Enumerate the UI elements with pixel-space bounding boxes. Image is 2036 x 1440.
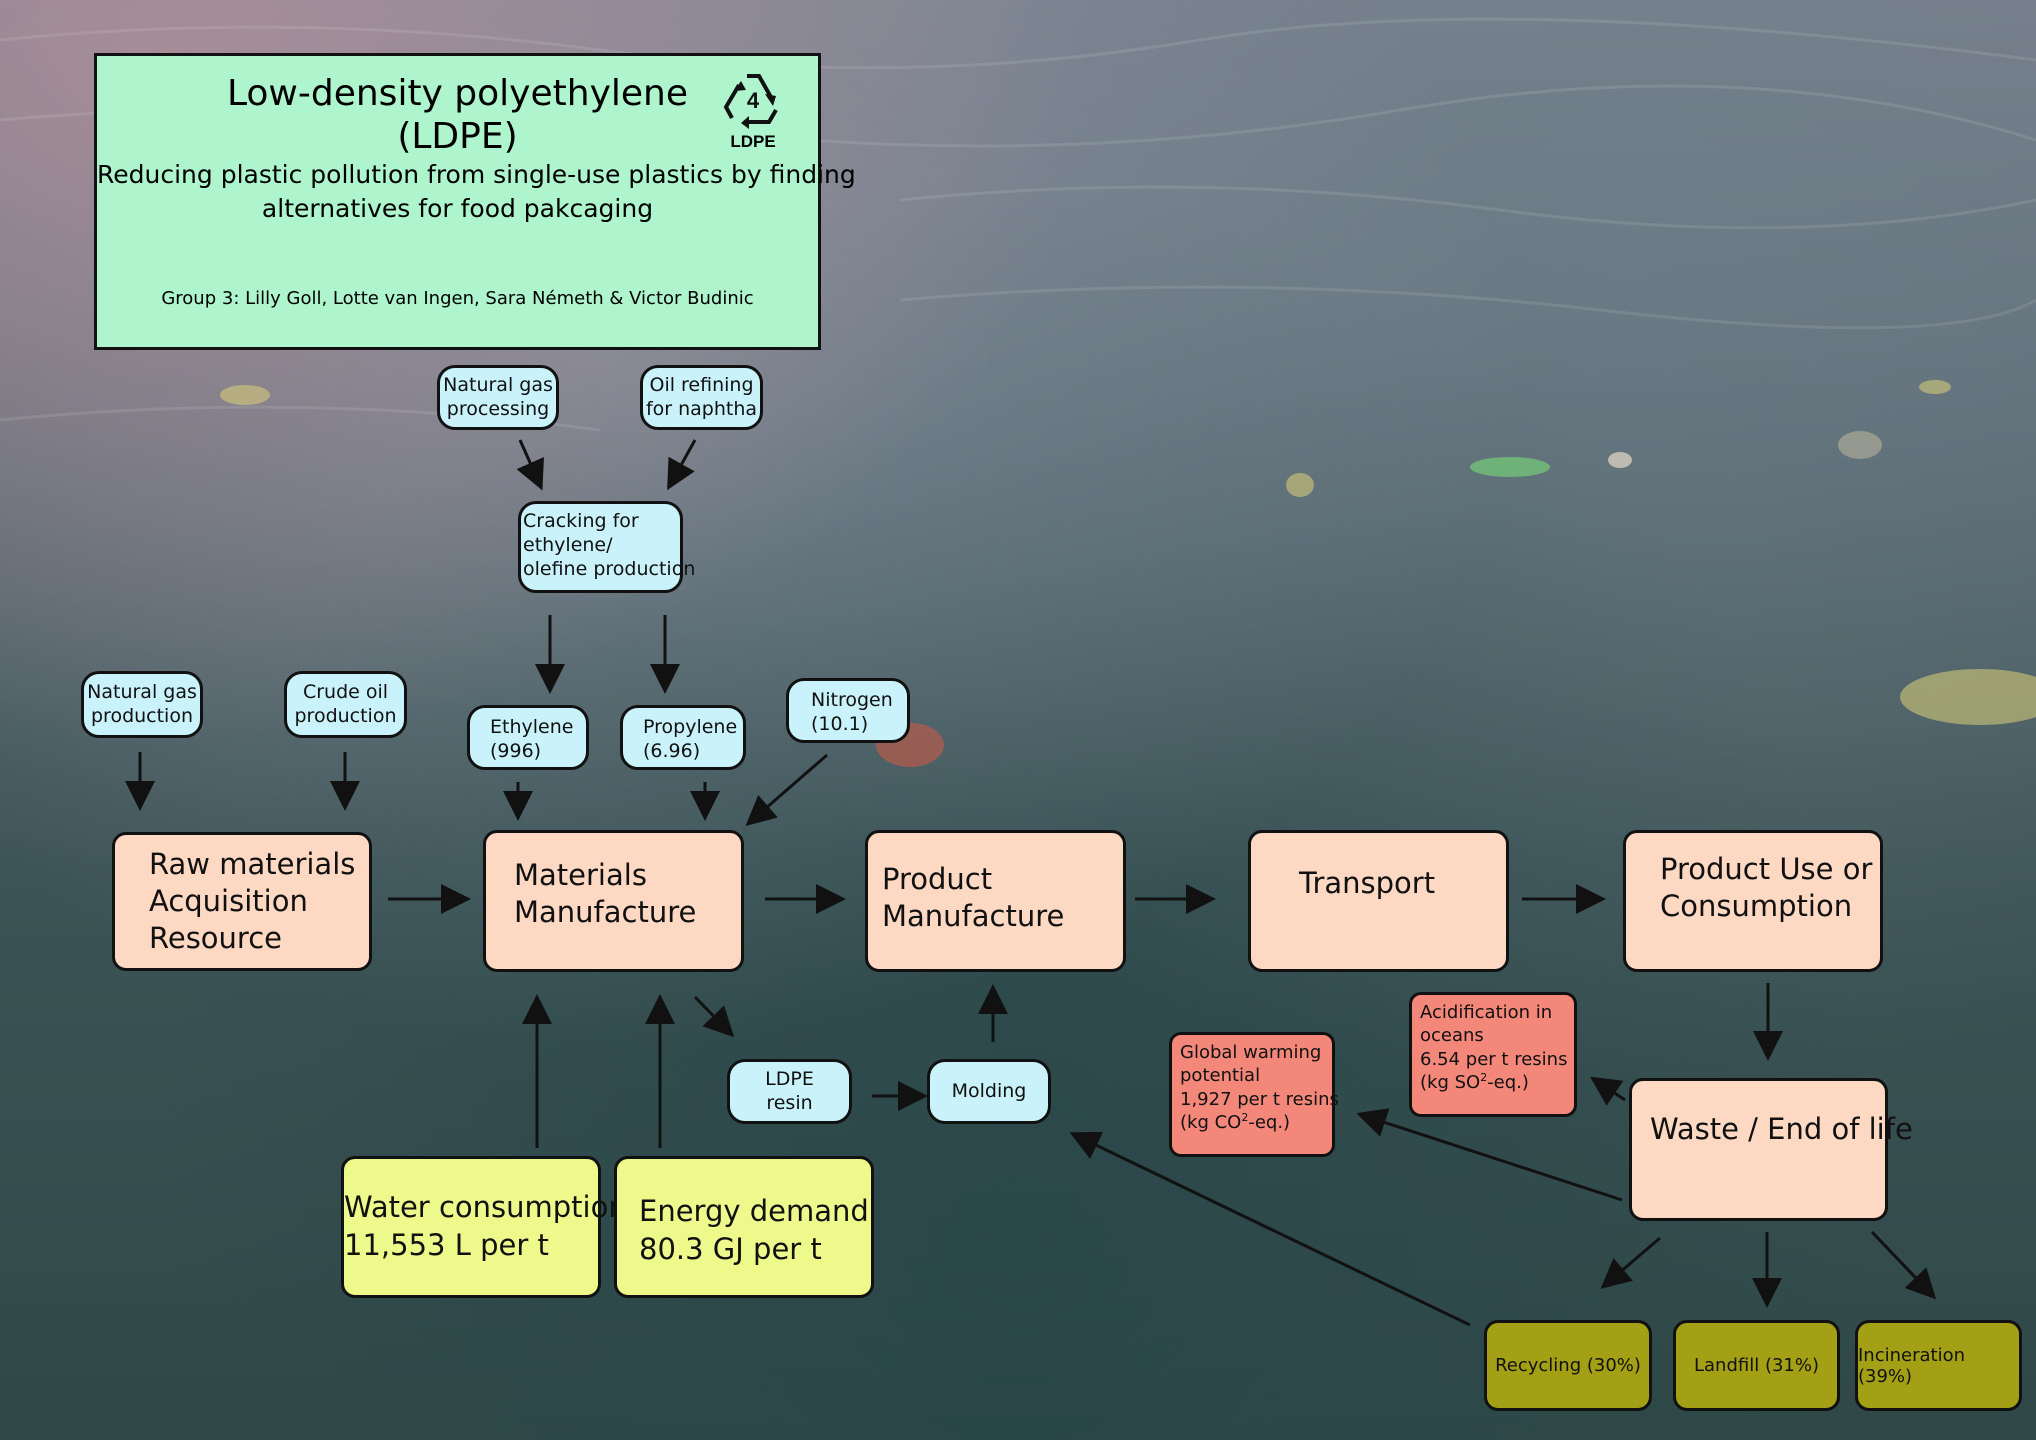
materials-manufacture-line-1: Materials — [514, 858, 647, 892]
raw-materials-stage: Raw materials Acquisition Resource — [112, 832, 372, 971]
materials-manufacture-stage: Materials Manufacture — [483, 830, 744, 972]
arrow-waste-to-acidification — [1590, 1076, 1626, 1106]
title-line-2: (LDPE) — [397, 116, 518, 158]
recycling-label: Recycling (30%) — [1495, 1355, 1641, 1376]
recycling-symbol: 4 LDPE — [720, 66, 786, 156]
product-use-line-2: Consumption — [1660, 889, 1853, 924]
ldpe-resin-label: LDPE resin — [765, 1067, 814, 1114]
natural-gas-production-line-2: production — [90, 704, 194, 727]
water-consumption-box: Water consumption 11,553 L per t — [341, 1156, 627, 1298]
global-warming-unit: (kg CO2-eq.) — [1180, 1111, 1291, 1134]
incineration-box: Incineration (39%) — [1855, 1320, 2022, 1411]
transport-label: Transport — [1299, 866, 1436, 900]
energy-label: Energy demand — [639, 1194, 869, 1228]
raw-materials-line-3: Resource — [149, 921, 282, 956]
arrow-waste-to-recycling — [1600, 1236, 1661, 1289]
molding-label: Molding — [951, 1079, 1027, 1102]
nitrogen-label: Nitrogen — [811, 689, 893, 711]
waste-label: Waste / End of life — [1650, 1112, 1913, 1146]
arrow-waste-to-incineration — [1870, 1230, 1937, 1300]
energy-value: 80.3 GJ per t — [639, 1231, 822, 1266]
waste-end-of-life-stage: Waste / End of life — [1629, 1078, 1913, 1221]
ethylene-value: (996) — [490, 739, 542, 762]
arrow-recycling-to-molding — [1069, 1131, 1471, 1327]
global-warming-line-2: potential — [1180, 1065, 1261, 1087]
arrow-nitrogen-to-materials — [745, 753, 828, 826]
resin-code-label: LDPE — [730, 132, 776, 151]
acidification-box: Acidification in oceans 6.54 per t resin… — [1409, 992, 1577, 1117]
oil-refining-line-1: Oil refining — [649, 373, 754, 396]
title-line-1: Low-density polyethylene — [226, 73, 688, 114]
product-use-line-1: Product Use or — [1660, 852, 1873, 886]
transport-stage: Transport — [1248, 830, 1509, 972]
oil-refining-line-2: for naphtha — [645, 397, 758, 420]
acidification-unit: (kg SO2-eq.) — [1420, 1071, 1529, 1094]
acidification-line-1: Acidification in — [1420, 1002, 1553, 1023]
propylene-box: Propylene (6.96) — [620, 705, 746, 770]
natural-gas-processing-line-2: processing — [446, 397, 550, 420]
recycling-arrows-icon: 4 — [723, 74, 778, 129]
product-manufacture-line-1: Product — [882, 862, 993, 896]
energy-demand-box: Energy demand 80.3 GJ per t — [614, 1156, 874, 1298]
global-warming-line-1: Global warming — [1180, 1042, 1322, 1063]
resin-code-number: 4 — [747, 88, 760, 113]
global-warming-box: Global warming potential 1,927 per t res… — [1169, 1032, 1339, 1157]
natural-gas-processing-line-1: Natural gas — [443, 373, 553, 396]
acidification-line-2: oceans — [1420, 1025, 1484, 1047]
propylene-label: Propylene — [643, 716, 738, 738]
subtitle-line-1: Reducing plastic pollution from single-u… — [97, 160, 856, 190]
arrow-waste-to-gwp — [1356, 1108, 1623, 1202]
landfill-label: Landfill (31%) — [1693, 1355, 1819, 1376]
group-members: Group 3: Lilly Goll, Lotte van Ingen, Sa… — [161, 287, 754, 309]
ethylene-box: Ethylene (996) — [467, 705, 589, 770]
ethylene-label: Ethylene — [490, 716, 574, 738]
cracking-box: Cracking for ethylene/ olefine productio… — [518, 501, 696, 593]
recycling-box: Recycling (30%) — [1484, 1320, 1652, 1411]
title-box: Low-density polyethylene (LDPE) Reducing… — [94, 53, 856, 350]
natural-gas-production-line-1: Natural gas — [87, 680, 197, 703]
arrow-oil-to-cracking — [667, 439, 697, 491]
product-use-stage: Product Use or Consumption — [1623, 830, 1883, 972]
ldpe-resin-box: LDPE resin — [727, 1059, 852, 1124]
cracking-line-2: ethylene/ — [523, 533, 613, 556]
landfill-box: Landfill (31%) — [1673, 1320, 1840, 1411]
arrow-materials-to-resin — [693, 995, 735, 1038]
incineration-label: Incineration (39%) — [1858, 1344, 1966, 1387]
water-label: Water consumption — [344, 1190, 627, 1224]
crude-oil-production-line-2: production — [294, 704, 397, 727]
subtitle-line-2: alternatives for food pakcaging — [261, 194, 654, 224]
cracking-line-1: Cracking for — [523, 510, 639, 532]
nitrogen-box: Nitrogen (10.1) — [786, 678, 910, 743]
crude-oil-production-line-1: Crude oil — [302, 680, 389, 703]
product-manufacture-stage: Product Manufacture — [865, 830, 1126, 972]
arrow-natgas-to-cracking — [516, 439, 544, 491]
molding-box: Molding — [927, 1059, 1051, 1124]
raw-materials-line-2: Acquisition — [149, 884, 308, 919]
raw-materials-line-1: Raw materials — [149, 847, 356, 881]
materials-manufacture-line-2: Manufacture — [514, 895, 697, 930]
nitrogen-value: (10.1) — [811, 712, 869, 735]
propylene-value: (6.96) — [643, 739, 701, 762]
global-warming-line-3: 1,927 per t resins — [1180, 1088, 1339, 1110]
water-value: 11,553 L per t — [344, 1227, 549, 1262]
cracking-line-3: olefine production — [523, 557, 696, 580]
acidification-line-3: 6.54 per t resins — [1420, 1048, 1568, 1070]
product-manufacture-line-2: Manufacture — [882, 899, 1065, 934]
